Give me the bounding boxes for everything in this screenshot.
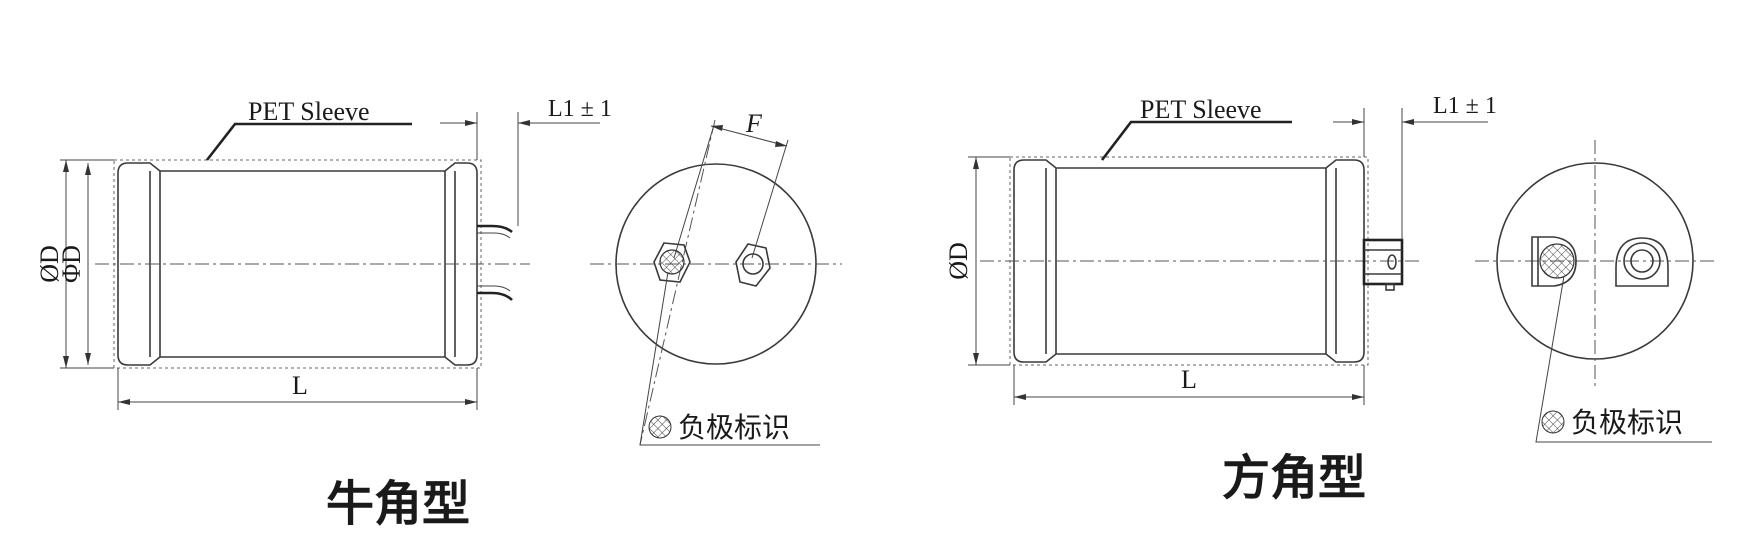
lug-diameter-label: ØD — [944, 242, 973, 280]
snap-in-sleeve-label: PET Sleeve — [248, 97, 370, 126]
snap-in-length-label: L — [292, 371, 308, 400]
snap-in-positive-terminal — [735, 243, 771, 287]
snap-in-terminal-top — [477, 224, 513, 234]
lug-negative-terminal — [1531, 236, 1577, 287]
lug-positive-terminal — [1615, 237, 1669, 287]
snap-in-diameter-label-alt: ΦD — [57, 245, 86, 283]
lug-title: 方角型 — [1222, 450, 1366, 506]
snap-in-end-view: F 负极标识 — [590, 109, 842, 446]
snap-in-polarity-label: 负极标识 — [678, 411, 790, 444]
lug-positive-inner-circle — [1630, 249, 1654, 273]
snap-in-polarity-leader — [639, 271, 820, 446]
snap-in-diameter-label: ØD — [35, 245, 64, 283]
snap-in-negative-terminal — [653, 242, 691, 283]
snap-in-l1-dimension-label: L1 ± 1 — [548, 96, 612, 122]
lug-polarity-leader — [1535, 275, 1712, 443]
snap-in-end-diagonal-line — [639, 119, 716, 446]
lug-l1-dimension-label: L1 ± 1 — [1433, 93, 1497, 119]
lug-sleeve-leader — [1100, 120, 1292, 161]
lug-sleeve-label: PET Sleeve — [1140, 95, 1262, 124]
lug-body-outline — [1013, 159, 1365, 363]
snap-in-side-view: L1 ± 1 PET Sleeve ØD ΦD L — [35, 96, 612, 410]
lug-terminal — [1362, 238, 1404, 286]
lug-positive-outer-circle — [1623, 242, 1661, 280]
lug-end-view: 负极标识 — [1475, 140, 1718, 443]
snap-in-body-outline — [117, 162, 478, 366]
lug-terminal-hole — [1387, 254, 1397, 270]
snap-in-terminal-bottom — [477, 291, 513, 301]
snap-in-sleeve-leader — [205, 122, 412, 161]
lug-sleeve-outline — [1009, 156, 1369, 366]
lug-length-label: L — [1181, 365, 1197, 394]
snap-in-title: 牛角型 — [326, 476, 470, 532]
lug-polarity-label: 负极标识 — [1571, 406, 1683, 439]
snap-in-pitch-label: F — [745, 109, 763, 138]
snap-in-positive-circle — [742, 253, 764, 275]
lug-side-view: L1 ± 1 PET Sleeve ØD L — [944, 93, 1497, 405]
